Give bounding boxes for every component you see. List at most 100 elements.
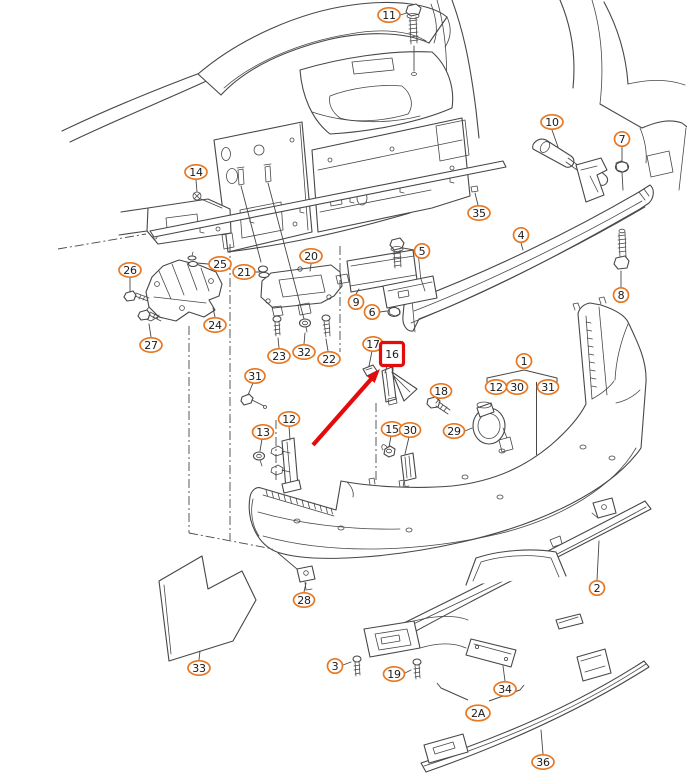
callout-label: 5 bbox=[419, 245, 426, 258]
callout-32[interactable]: 32 bbox=[292, 343, 316, 361]
rivet-31 bbox=[240, 393, 267, 409]
callout-label: 6 bbox=[369, 306, 376, 319]
callout-33[interactable]: 33 bbox=[187, 659, 211, 677]
leader-line bbox=[198, 650, 201, 661]
callout-6[interactable]: 6 bbox=[363, 303, 381, 321]
callout-26[interactable]: 26 bbox=[118, 261, 142, 279]
callout-8[interactable]: 8 bbox=[612, 286, 630, 304]
clip-28 bbox=[296, 565, 316, 591]
callout-13[interactable]: 13 bbox=[251, 423, 275, 441]
callout-ring bbox=[536, 378, 560, 396]
callout-ring bbox=[292, 343, 316, 361]
leader-line bbox=[368, 350, 373, 367]
leader-line bbox=[402, 247, 415, 251]
leader-line bbox=[259, 438, 263, 452]
callout-10[interactable]: 10 bbox=[540, 113, 564, 131]
highlight-arrow-layer bbox=[311, 369, 380, 447]
callout-22[interactable]: 22 bbox=[317, 350, 341, 368]
leader-line bbox=[309, 263, 312, 272]
callout-7[interactable]: 7 bbox=[613, 130, 631, 148]
callout-15[interactable]: 15 bbox=[380, 420, 404, 438]
callout-ring bbox=[398, 421, 422, 439]
callout-label: 13 bbox=[256, 426, 270, 439]
callout-16[interactable]: 16 bbox=[378, 340, 406, 368]
callout-29[interactable]: 29 bbox=[442, 422, 466, 440]
callout-label: 8 bbox=[618, 289, 625, 302]
callout-label: 35 bbox=[472, 207, 486, 220]
callout-label: 23 bbox=[272, 350, 286, 363]
leader-line bbox=[195, 179, 198, 193]
arrow-shaft bbox=[311, 375, 375, 447]
callout-ring bbox=[442, 422, 466, 440]
callout-27[interactable]: 27 bbox=[139, 336, 163, 354]
callout-ring bbox=[377, 6, 401, 24]
tail-panel bbox=[213, 117, 471, 253]
callout-ring bbox=[267, 347, 291, 365]
callout-12[interactable]: 12 bbox=[484, 378, 508, 396]
callout-label: 22 bbox=[322, 353, 335, 366]
leader-line bbox=[404, 436, 410, 455]
callout-label: 30 bbox=[403, 424, 417, 437]
callout-34[interactable]: 34 bbox=[493, 680, 517, 698]
leader-line bbox=[303, 582, 307, 593]
callout-2[interactable]: 2 bbox=[588, 579, 606, 597]
callout-ring bbox=[413, 242, 431, 260]
callout-ring bbox=[244, 367, 266, 385]
leader-line bbox=[621, 171, 624, 191]
sill-strip-35 bbox=[149, 160, 507, 238]
insert-34 bbox=[465, 638, 517, 668]
callout-21[interactable]: 21 bbox=[232, 263, 256, 281]
sensor-29 bbox=[472, 401, 514, 453]
callout-23[interactable]: 23 bbox=[267, 347, 291, 365]
callout-label: 25 bbox=[213, 258, 227, 271]
valance-2a bbox=[363, 615, 469, 658]
callout-ring bbox=[467, 204, 491, 222]
leader-line bbox=[404, 669, 412, 674]
callout-label: 9 bbox=[353, 296, 360, 309]
callout-30[interactable]: 30 bbox=[398, 421, 422, 439]
callout-35[interactable]: 35 bbox=[467, 204, 491, 222]
callout-label: 18 bbox=[434, 385, 448, 398]
callout-ring bbox=[326, 657, 344, 675]
callout-ring bbox=[299, 247, 323, 265]
callout-14[interactable]: 14 bbox=[184, 163, 208, 181]
callout-4[interactable]: 4 bbox=[512, 226, 530, 244]
callout-25[interactable]: 25 bbox=[208, 255, 232, 273]
callout-1[interactable]: 1 bbox=[515, 352, 533, 370]
callout-28[interactable]: 28 bbox=[292, 591, 316, 609]
callout-label: 10 bbox=[545, 116, 559, 129]
callout-36[interactable]: 36 bbox=[531, 753, 555, 771]
leader-line bbox=[277, 337, 280, 349]
callout-3[interactable]: 3 bbox=[326, 657, 344, 675]
bracket-24 bbox=[140, 259, 223, 322]
callout-9[interactable]: 9 bbox=[347, 293, 365, 311]
leader-line bbox=[388, 435, 392, 448]
callout-18[interactable]: 18 bbox=[429, 382, 453, 400]
callout-12[interactable]: 12 bbox=[277, 410, 301, 428]
callout-5[interactable]: 5 bbox=[413, 242, 431, 260]
callout-label: 26 bbox=[123, 264, 137, 277]
callout-ring bbox=[512, 226, 530, 244]
side-bracket-12 bbox=[252, 437, 302, 494]
callout-19[interactable]: 19 bbox=[382, 665, 406, 683]
callout-label: 20 bbox=[304, 250, 318, 263]
callout-2A[interactable]: 2A bbox=[465, 704, 491, 722]
leader-line bbox=[247, 382, 254, 396]
leader-line bbox=[551, 129, 559, 148]
callout-20[interactable]: 20 bbox=[299, 247, 323, 265]
arrow-head-icon bbox=[366, 369, 380, 383]
callout-label: 34 bbox=[498, 683, 512, 696]
callout-30[interactable]: 30 bbox=[505, 378, 529, 396]
callout-ring bbox=[363, 303, 381, 321]
leader-line bbox=[196, 262, 209, 265]
callout-31[interactable]: 31 bbox=[536, 378, 560, 396]
callout-31[interactable]: 31 bbox=[244, 367, 266, 385]
leader-line bbox=[325, 338, 329, 352]
leader-line bbox=[303, 332, 306, 345]
callout-label: 32 bbox=[297, 346, 310, 359]
callout-ring bbox=[277, 410, 301, 428]
callout-11[interactable]: 11 bbox=[377, 6, 401, 24]
clip-30-and-nut-15 bbox=[381, 444, 417, 488]
callout-24[interactable]: 24 bbox=[203, 316, 227, 334]
